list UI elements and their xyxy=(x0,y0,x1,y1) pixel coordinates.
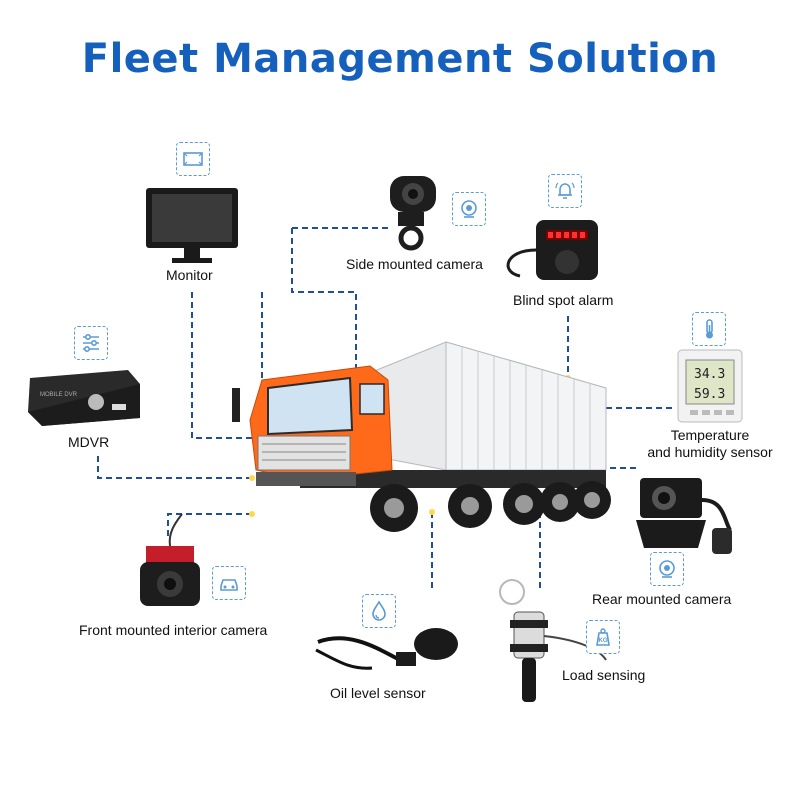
droplet-icon xyxy=(362,594,396,628)
monitor-device xyxy=(146,188,238,263)
oil-level-sensor-device xyxy=(315,628,458,670)
label-load-sensing: Load sensing xyxy=(562,667,646,683)
kg-badge-text: KG xyxy=(599,638,608,644)
label-temperature-line1: Temperature xyxy=(670,427,750,443)
sliders-icon xyxy=(74,326,108,360)
connector-lines xyxy=(97,227,676,590)
thermometer-icon xyxy=(692,312,726,346)
rear-camera-device xyxy=(636,478,732,554)
label-mdvr: MDVR xyxy=(68,434,110,450)
side-camera-device xyxy=(390,176,436,251)
label-blind-spot-alarm: Blind spot alarm xyxy=(513,292,614,308)
page-title: Fleet Management Solution xyxy=(81,36,719,82)
blind-spot-alarm-device xyxy=(506,220,598,280)
camera-icon xyxy=(452,192,486,226)
label-temperature: Temperature and humidity sensor xyxy=(638,427,782,461)
front-camera-device xyxy=(140,513,200,606)
load-sensing-device xyxy=(499,579,607,702)
label-oil-sensor: Oil level sensor xyxy=(330,685,426,701)
temp-reading: 34.3 xyxy=(694,367,725,382)
temperature-sensor-device: 34.3 59.3 xyxy=(677,349,743,423)
alarm-bell-icon xyxy=(548,174,582,208)
label-front-camera: Front mounted interior camera xyxy=(79,622,268,638)
kg-weight-icon: KG xyxy=(586,620,620,654)
connector-monitor xyxy=(191,292,278,439)
label-side-camera: Side mounted camera xyxy=(346,256,483,272)
humidity-reading: 59.3 xyxy=(694,387,725,402)
label-rear-camera: Rear mounted camera xyxy=(592,591,732,607)
connector-side-camera xyxy=(291,227,392,384)
car-icon xyxy=(212,566,246,600)
connector-mdvr xyxy=(97,456,252,479)
monitor-icon xyxy=(176,142,210,176)
mdvr-device-text: MOBILE DVR xyxy=(40,392,78,398)
truck-illustration xyxy=(232,341,611,532)
mdvr-device: MOBILE DVR xyxy=(28,370,140,426)
camera-icon xyxy=(650,552,684,586)
connector-front-camera xyxy=(167,513,252,536)
label-monitor: Monitor xyxy=(166,267,213,283)
label-temperature-line2: and humidity sensor xyxy=(647,444,773,460)
